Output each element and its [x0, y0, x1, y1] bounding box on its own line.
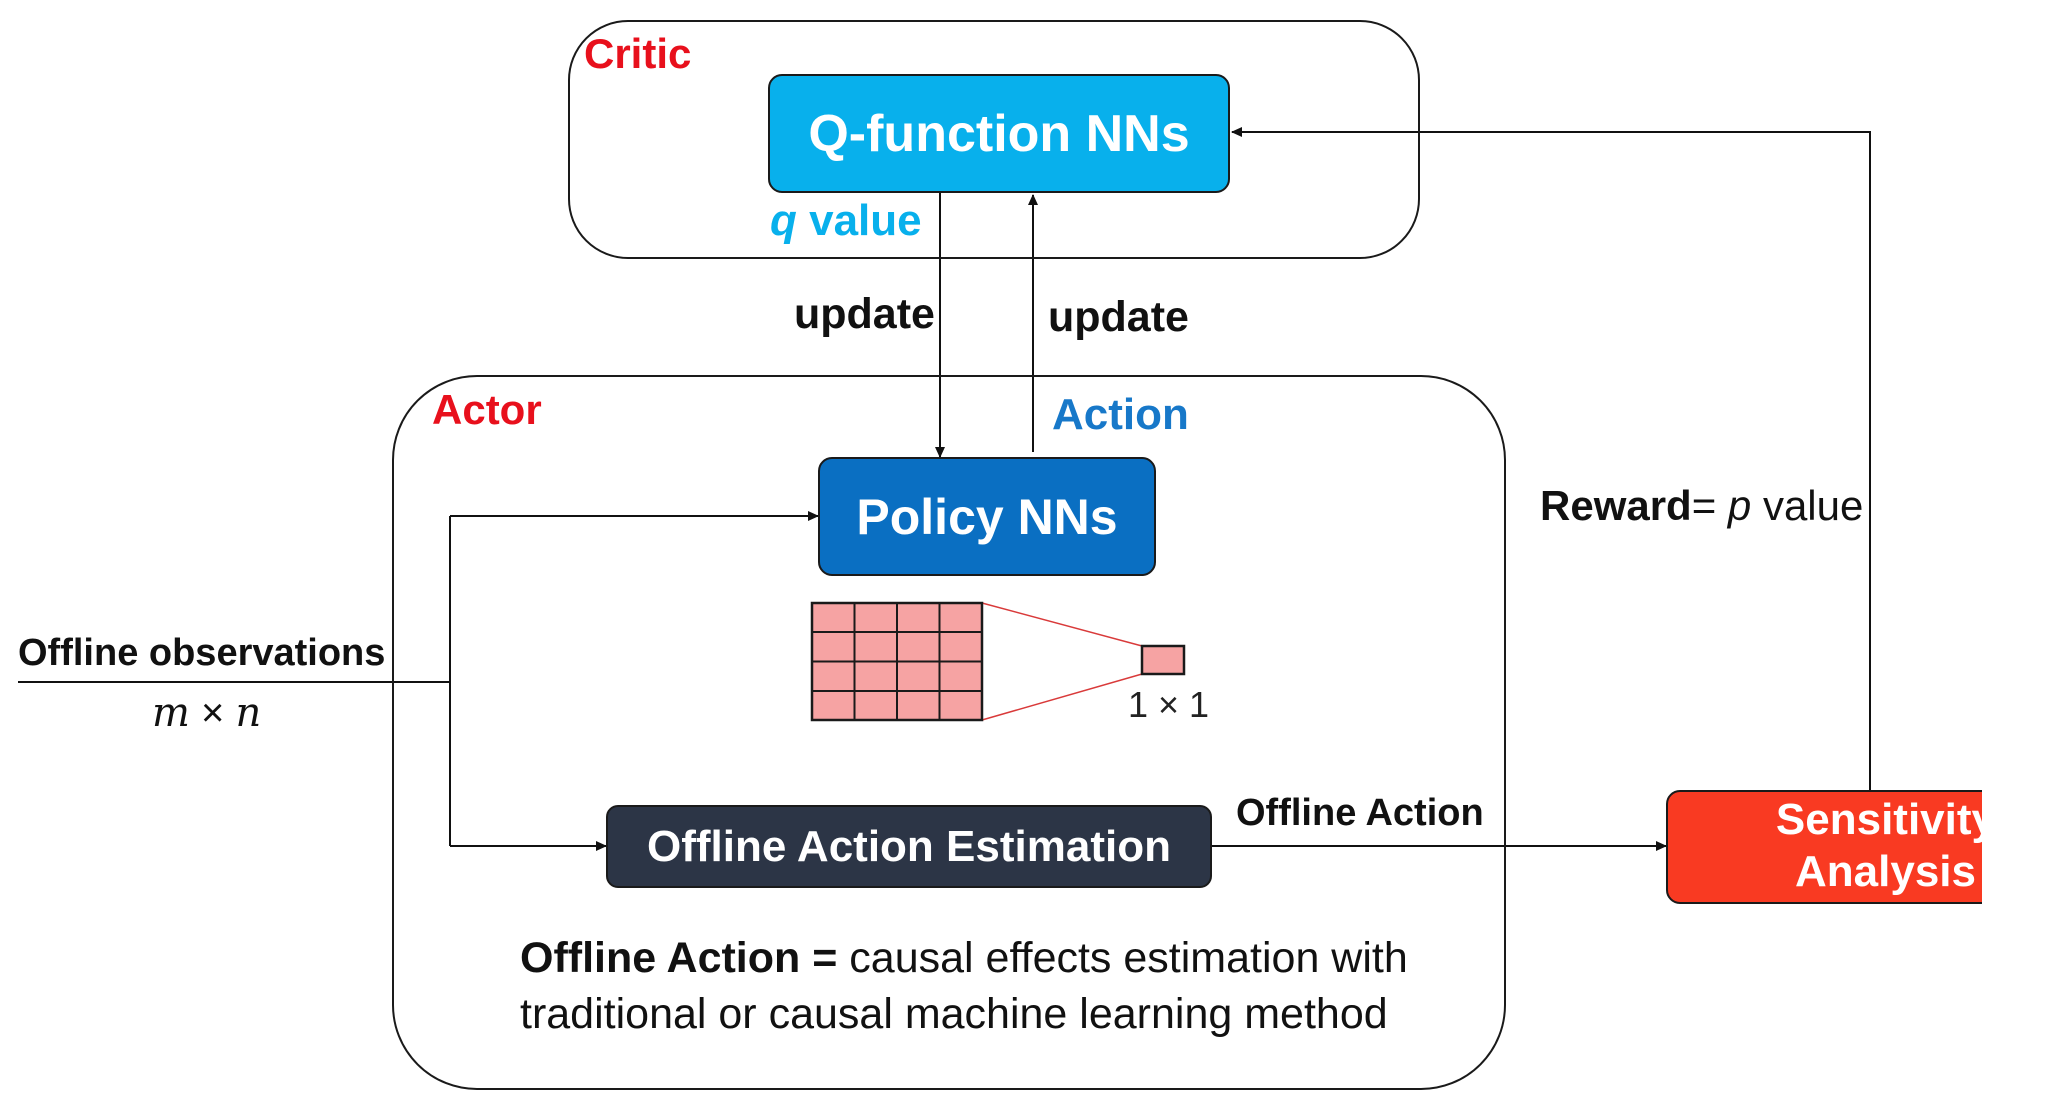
offline-action-note-bold: Offline Action =: [520, 934, 850, 982]
actor-panel: [392, 375, 1506, 1090]
offline-action-note-line2: traditional or causal machine learning m…: [520, 990, 1388, 1038]
sensitivity-analysis-box: [1666, 790, 1982, 904]
policy-nns-label: Policy NNs: [856, 488, 1118, 545]
q-value-symbol: q: [770, 196, 797, 245]
action-label: Action: [1052, 390, 1189, 439]
observation-dims-label: m × n: [152, 690, 261, 736]
observation-grid: [810, 601, 984, 722]
critic-label: Critic: [584, 30, 692, 77]
reward-bold: Reward: [1540, 482, 1692, 529]
kernel-projection-bottom: [981, 673, 1143, 721]
sensitivity-line1: Sensitivity: [1775, 795, 1982, 844]
kernel-projection-top: [981, 602, 1143, 647]
offline-action-note: Offline Action = causal effects estimati…: [520, 930, 1408, 1042]
offline-action-link-label: Offline Action: [1236, 792, 1484, 834]
offline-action-estimation-label: Offline Action Estimation: [647, 821, 1171, 871]
reward-eq: =: [1691, 482, 1728, 529]
update-down-label: update: [794, 290, 935, 338]
policy-nns-box: Policy NNs: [818, 457, 1156, 576]
offline-action-note-line1: Offline Action = causal effects estimati…: [520, 930, 1408, 986]
offline-action-estimation-box: Offline Action Estimation: [606, 805, 1212, 888]
q-value-text: value: [796, 196, 922, 245]
kernel-size-label: 1 × 1: [1128, 684, 1210, 725]
reward-label: Reward= p value: [1540, 482, 1863, 530]
offline-action-note-text1: causal effects estimation with: [849, 934, 1408, 982]
sensitivity-line2: Analysis: [1795, 847, 1976, 896]
reward-value: value: [1751, 482, 1864, 529]
q-function-box: Q-function NNs: [768, 74, 1230, 193]
sensitivity-analysis-text: Sensitivity Analysis: [1666, 794, 1982, 898]
reward-p: p: [1727, 482, 1752, 529]
kernel-cell: [1140, 644, 1186, 676]
offline-observations-label: Offline observations: [18, 632, 386, 674]
dims-x: ×: [189, 691, 236, 735]
sensitivity-clip: Sensitivity Analysis: [1666, 790, 1982, 904]
reward-feedback-arrow: [1231, 127, 1871, 790]
dims-m: m: [152, 690, 190, 736]
q-function-label: Q-function NNs: [808, 104, 1190, 163]
dims-n: n: [235, 690, 262, 736]
critic-panel: [568, 20, 1420, 259]
q-value-label: q value: [770, 196, 922, 246]
update-up-label: update: [1048, 293, 1189, 341]
actor-label: Actor: [432, 386, 542, 433]
